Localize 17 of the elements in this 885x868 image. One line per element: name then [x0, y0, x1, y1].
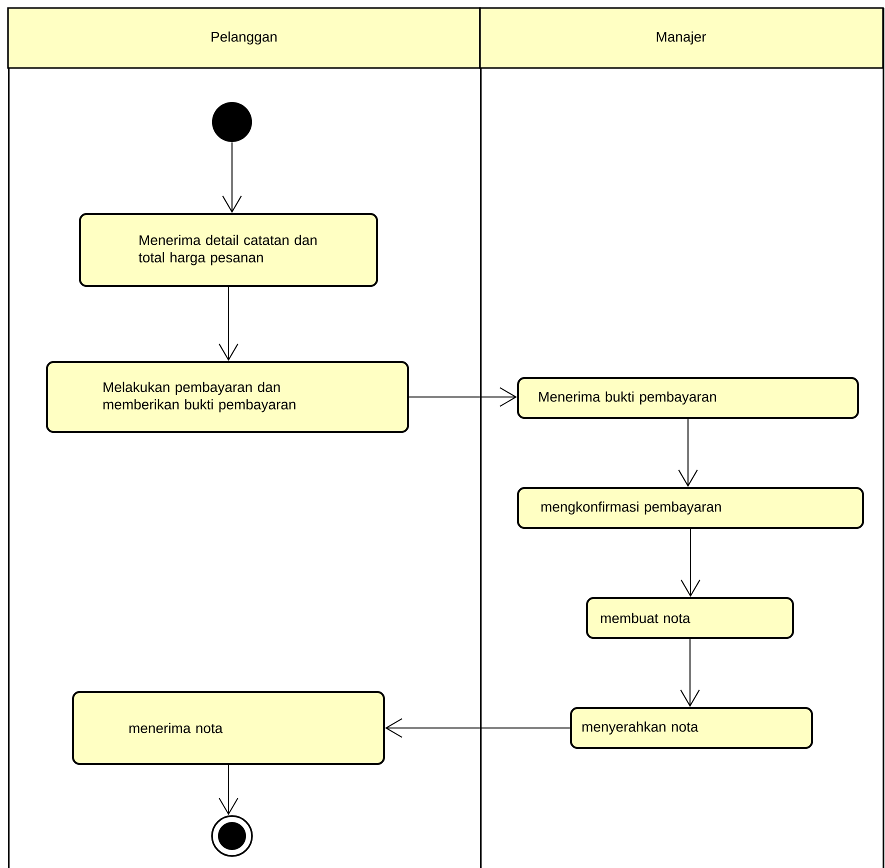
- start-node: [212, 102, 252, 142]
- activity-box: menyerahkan nota: [570, 707, 814, 749]
- arrow: [218, 765, 238, 816]
- activity-box: menerima nota: [72, 691, 385, 765]
- activity-box: Menerima detail catatan dan total harga pesanan: [78, 213, 378, 287]
- arrow: [680, 529, 700, 597]
- activity-box: mengkonfirmasi pembayaran: [516, 487, 864, 529]
- arrow: [680, 639, 700, 708]
- arrow: [222, 142, 242, 213]
- activity-box: Melakukan pembayaran dan memberikan bukti pembayaran: [46, 361, 410, 433]
- arrow: [678, 419, 698, 487]
- arrow: [384, 718, 570, 738]
- activity-box: Menerima bukti pembayaran: [517, 377, 859, 419]
- end-node: [211, 815, 253, 857]
- arrow: [409, 387, 517, 407]
- activity-box: membuat nota: [586, 597, 794, 639]
- arrow: [218, 287, 238, 361]
